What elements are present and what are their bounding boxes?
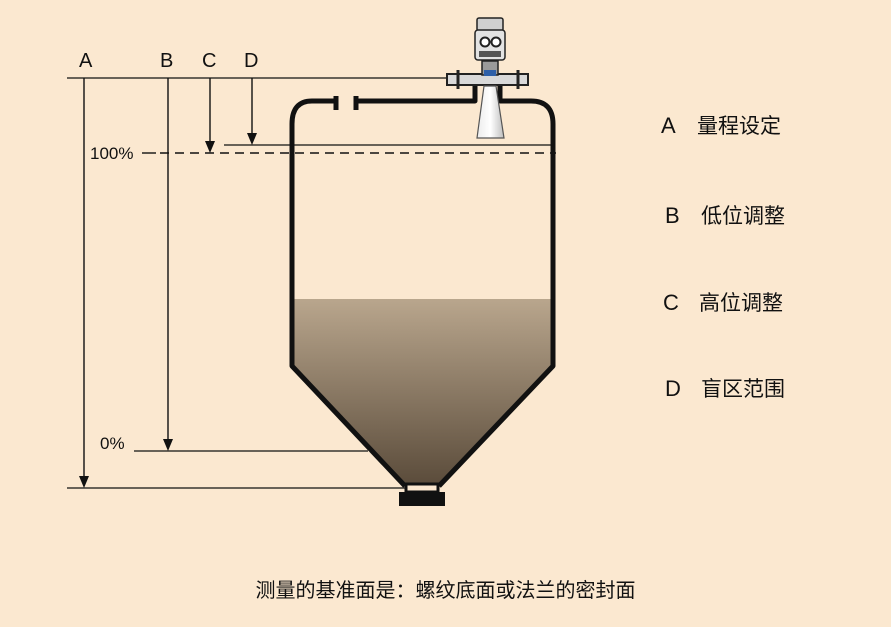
legend-text: 盲区范围 <box>701 377 785 401</box>
radar-sensor <box>446 17 529 139</box>
legend-item-d: D 盲区范围 <box>665 373 785 403</box>
legend-text: 量程设定 <box>697 114 781 138</box>
level-0-label: 0% <box>100 434 125 453</box>
material-fill <box>293 299 552 484</box>
level-100-label: 100% <box>90 144 133 163</box>
axis-letter-c: C <box>202 50 216 72</box>
legend-letter: B <box>665 203 680 228</box>
arrow-a <box>79 78 89 488</box>
axis-letter-a: A <box>79 50 93 72</box>
arrow-d <box>247 78 257 145</box>
legend-letter: A <box>661 113 676 138</box>
arrow-b <box>163 78 173 451</box>
legend-item-b: B 低位调整 <box>665 200 785 230</box>
silo-tank <box>289 84 556 488</box>
legend-letter: C <box>663 290 679 315</box>
bottom-outlet <box>399 482 445 506</box>
legend-text: 高位调整 <box>699 291 783 315</box>
legend-item-c: C 高位调整 <box>663 287 783 317</box>
legend-text: 低位调整 <box>701 204 785 228</box>
legend-item-a: A 量程设定 <box>661 110 781 140</box>
axis-letter-d: D <box>244 50 258 72</box>
axis-letter-b: B <box>160 50 173 72</box>
arrow-c <box>205 78 215 153</box>
legend-letter: D <box>665 376 681 401</box>
caption: 测量的基准面是：螺纹底面或法兰的密封面 <box>255 578 636 602</box>
